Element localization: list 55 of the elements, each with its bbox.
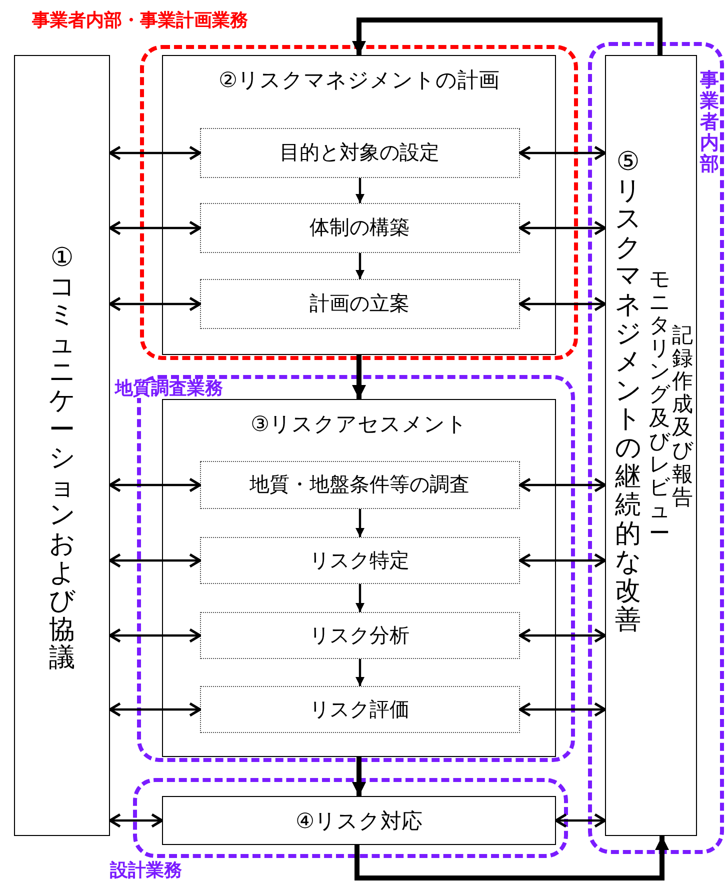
- arrow: [518, 702, 606, 717]
- vertical-label: ⑤リスクマネジメントの継続的な改善: [615, 148, 641, 634]
- process-box: [605, 55, 697, 836]
- arrow: [108, 478, 202, 492]
- step-box: [200, 460, 520, 508]
- dashed-group-frame: [588, 42, 724, 854]
- arrow: [518, 478, 606, 492]
- arrow: [108, 553, 202, 568]
- step-box: [200, 128, 520, 178]
- arrow: [518, 628, 606, 643]
- arrow: [354, 836, 669, 880]
- arrow: [518, 220, 606, 236]
- arrow: [518, 296, 606, 312]
- arrow: [108, 146, 202, 160]
- communication-box: [14, 55, 110, 836]
- box-title: ③リスクアセスメント: [250, 411, 468, 438]
- arrow: [356, 659, 364, 686]
- arrow: [356, 253, 364, 279]
- group-label: 地質調査業務: [115, 380, 223, 398]
- step-box: [200, 612, 520, 658]
- step-box: [200, 686, 520, 732]
- vertical-label: 記録作成及び報告: [672, 324, 693, 509]
- step-box: [200, 278, 520, 328]
- step-label: リスク特定: [310, 546, 410, 574]
- box-title: ④リスク対応: [296, 808, 422, 834]
- step-label: 体制の構築: [310, 214, 410, 241]
- step-box: [200, 536, 520, 584]
- arrow: [352, 757, 366, 796]
- arrow: [108, 220, 202, 236]
- step-label: リスク評価: [310, 696, 410, 722]
- arrow: [554, 813, 606, 828]
- arrow: [352, 355, 366, 399]
- group-label: 設計業務: [110, 862, 182, 880]
- step-label: リスク分析: [310, 622, 410, 648]
- arrow: [356, 509, 364, 537]
- vertical-label: ①コミュニケーションおよび協議: [49, 244, 75, 673]
- group-label: 事業者内部・事業計画業務: [32, 12, 248, 30]
- step-box: [200, 202, 520, 252]
- arrow: [518, 146, 606, 160]
- step-label: 地質・地盤条件等の調査: [250, 471, 470, 498]
- arrow: [352, 18, 662, 55]
- arrow: [108, 702, 202, 717]
- group-label: 事業者内部: [700, 70, 719, 174]
- arrow: [108, 628, 202, 643]
- box-title: ②リスクマネジメントの計画: [218, 67, 500, 94]
- arrow: [108, 296, 202, 312]
- process-box: [162, 399, 556, 757]
- arrow: [356, 178, 364, 203]
- process-box: [162, 796, 556, 845]
- vertical-label: モニタリング及びレビュー: [649, 268, 670, 546]
- arrow: [108, 813, 164, 828]
- step-label: 計画の立案: [310, 290, 410, 317]
- step-label: 目的と対象の設定: [280, 139, 440, 166]
- arrow: [356, 584, 364, 612]
- arrow: [518, 553, 606, 568]
